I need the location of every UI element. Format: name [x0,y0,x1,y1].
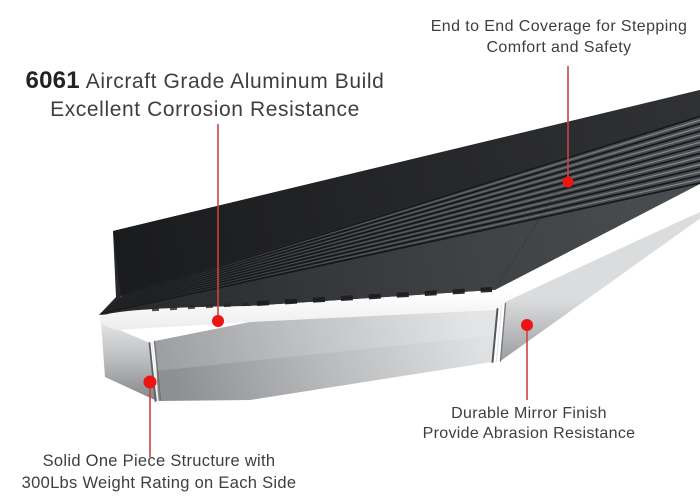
front-face-sheen [155,309,497,371]
mirror-front-face [155,309,497,401]
alloy-number: 6061 [25,67,80,94]
callout-aluminum-line2: Excellent Corrosion Resistance [50,98,360,121]
callout-end-to-end-coverage: End to End Coverage for Stepping Comfort… [415,16,700,58]
tapered-end-face [500,211,700,361]
callout-coverage-line2: Comfort and Safety [486,39,632,56]
rib-end-notches [151,287,493,312]
callout-one-piece-structure: Solid One Piece Structure with 300Lbs We… [9,451,309,494]
callout-coverage-line1: End to End Coverage for Stepping [430,18,688,35]
annotation-dots [143,176,574,389]
callout-aluminum-line1-text: Aircraft Grade Aluminum Build [85,70,385,93]
callout-mirror-finish: Durable Mirror Finish Provide Abrasion R… [420,404,638,444]
end-cap-face [101,322,157,401]
callout-structure-line2: 300Lbs Weight Rating on Each Side [21,473,297,492]
pointer-dot-aluminum [212,315,224,327]
callout-structure-line1: Solid One Piece Structure with [42,452,276,470]
end-section-crease [494,184,561,291]
right-corner-bend-stripes [491,302,507,363]
left-corner-bend-stripes [148,340,162,402]
polished-edge-band [99,184,700,330]
step-ribs-grooves [101,115,700,314]
callout-finish-line2: Provide Abrasion Resistance [422,425,636,442]
pointer-dot-structure [143,375,157,389]
callout-finish-line1: Durable Mirror Finish [451,405,607,422]
mounting-flange [113,90,700,297]
pointer-dot-finish [521,319,533,331]
pointer-dot-coverage [562,176,574,188]
annotation-pointers [149,66,569,457]
